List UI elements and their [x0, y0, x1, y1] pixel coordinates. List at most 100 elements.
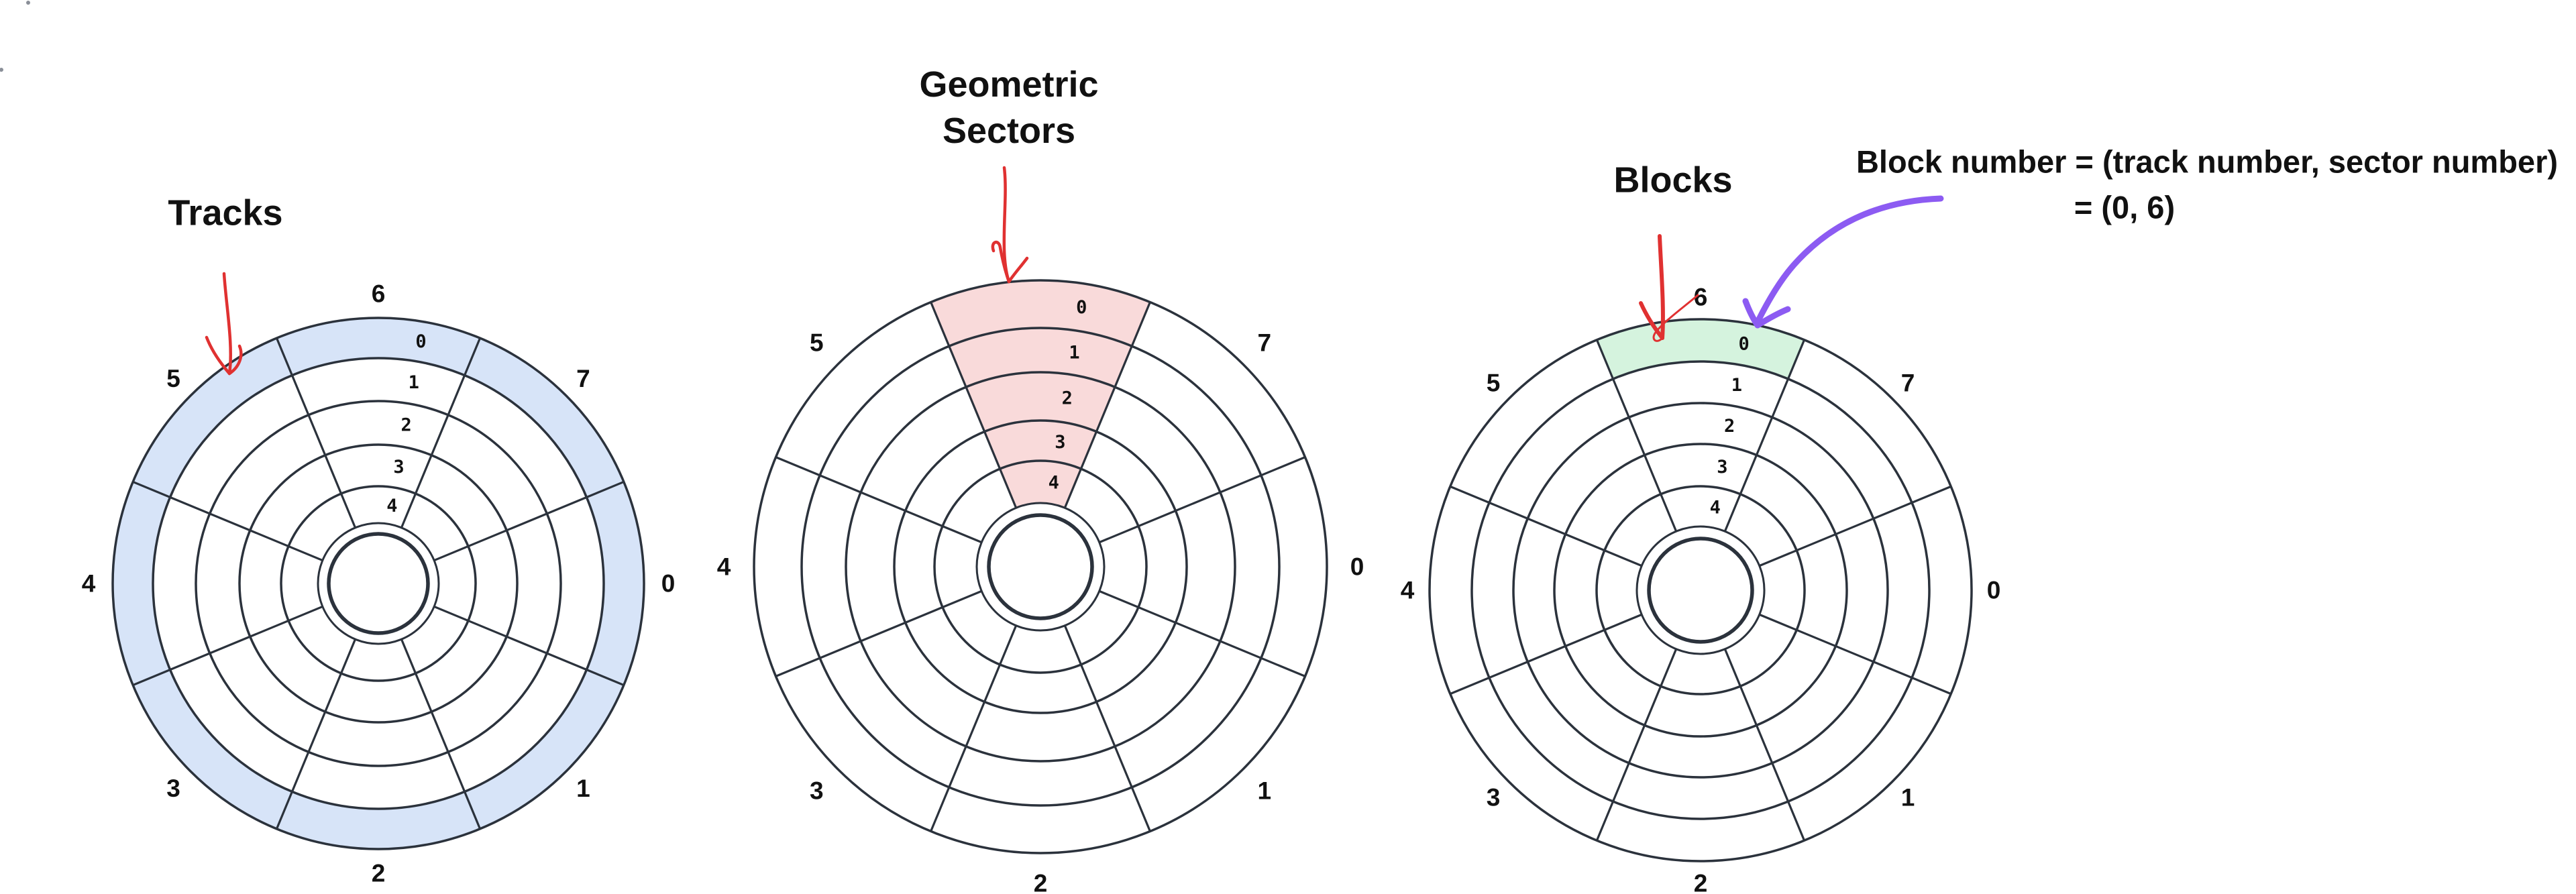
track-label: 1 — [1731, 375, 1742, 396]
sector-label: 3 — [166, 775, 180, 802]
track-label: 2 — [400, 415, 411, 436]
track-label: 4 — [386, 496, 397, 516]
track-boundary-circle — [195, 400, 562, 767]
track-label: 3 — [1717, 457, 1727, 478]
block-number-value: = (0, 6) — [2074, 189, 2176, 225]
sector-boundary-line — [1099, 456, 1306, 544]
sector-label: 0 — [661, 570, 676, 598]
blocks-arrow — [1639, 234, 1699, 342]
sector-boundary-line — [132, 605, 323, 687]
track-boundary-circle — [1428, 318, 1973, 862]
sector-label: 3 — [810, 777, 824, 804]
track-boundary-circle — [753, 279, 1328, 854]
block-number-arrow — [1742, 195, 1944, 329]
sector-boundary-line — [400, 337, 482, 528]
track-label: 0 — [415, 331, 426, 352]
sector-boundary-line — [1063, 301, 1151, 508]
hub-inner-circle — [987, 513, 1094, 620]
geometric-sectors-arrow — [991, 166, 1029, 284]
sector-label: 4 — [1401, 577, 1415, 604]
sector-boundary-line — [1759, 613, 1951, 695]
sector-label: 7 — [576, 365, 590, 392]
track-boundary-circle — [893, 419, 1188, 714]
sector-boundary-line — [775, 456, 982, 544]
tracks-arrow — [205, 272, 243, 376]
track-label: 1 — [1069, 342, 1079, 363]
sector-label: 7 — [1257, 329, 1271, 357]
track-boundary-circle — [152, 357, 605, 810]
sector-boundary-line — [132, 480, 323, 562]
sector-label: 5 — [810, 329, 824, 357]
sector-boundary-line — [930, 301, 1018, 508]
stray-dot — [26, 1, 30, 5]
sector-label: 6 — [1694, 284, 1708, 311]
track-label: 3 — [393, 457, 404, 478]
sector-label: 0 — [1987, 577, 2001, 604]
track-boundary-circle — [1595, 485, 1806, 695]
track-boundary-circle — [280, 485, 477, 682]
track-boundary-circle — [238, 443, 519, 724]
sector-label: 1 — [576, 775, 590, 802]
sector-boundary-line — [433, 480, 625, 562]
tracks-arrow-stroke — [227, 344, 243, 376]
track-label: 0 — [1076, 297, 1087, 318]
geometric-sectors-arrow-stroke — [1007, 256, 1029, 284]
track-label: 0 — [1739, 334, 1750, 355]
blocks-arrow-stroke — [1652, 294, 1699, 342]
sector-label: 5 — [166, 365, 180, 392]
sector-label: 6 — [372, 280, 386, 308]
sector-boundary-line — [1759, 485, 1951, 567]
track-boundary-circle — [845, 371, 1236, 763]
hub-inner-circle — [1647, 537, 1754, 644]
stray-dot — [0, 68, 3, 72]
geometric-sectors-title-line2: Sectors — [942, 111, 1076, 151]
track-label: 3 — [1055, 432, 1065, 453]
blocks-arrow-stroke — [1658, 234, 1665, 340]
sector-6-highlight — [930, 280, 1150, 508]
sector-label: 5 — [1487, 369, 1501, 396]
sector-boundary-line — [1450, 485, 1642, 567]
block-number-arrow-stroke — [1755, 195, 1944, 324]
geometric-sectors-title-line1: Geometric — [919, 64, 1099, 105]
sector-label: 2 — [1034, 870, 1048, 894]
tracks-arrow-stroke — [205, 335, 231, 376]
sector-label: 2 — [1694, 870, 1708, 894]
geometric-sectors-title: Geometric Sectors — [919, 62, 1098, 154]
sector-boundary-line — [1450, 613, 1642, 695]
geometric-sectors-arrow-stroke — [991, 240, 1011, 284]
sector-boundary-line — [1063, 625, 1151, 832]
sector-label: 4 — [717, 553, 731, 581]
sector-label: 4 — [82, 570, 96, 598]
hub-inner-circle — [327, 532, 430, 635]
sector-boundary-line — [1595, 649, 1678, 841]
tracks-arrow-stroke — [222, 272, 232, 376]
tracks-title: Tracks — [168, 192, 283, 233]
block-number-arrow-stroke — [1742, 298, 1761, 329]
block-number-arrow-stroke — [1754, 306, 1791, 329]
track-boundary-circle — [1553, 443, 1848, 738]
track-label: 2 — [1062, 388, 1073, 409]
blocks-arrow-stroke — [1639, 301, 1664, 340]
sector-boundary-line — [775, 590, 982, 677]
sector-boundary-line — [930, 625, 1018, 832]
track-label: 4 — [1710, 497, 1721, 518]
sector-boundary-line — [1723, 339, 1806, 532]
blocks-title: Blocks — [1613, 160, 1733, 201]
block-0-6-highlight — [1597, 319, 1805, 379]
sector-boundary-line — [1099, 590, 1306, 677]
sector-label: 0 — [1350, 553, 1364, 581]
sector-label: 7 — [1901, 369, 1915, 396]
track-boundary-circle — [1512, 402, 1889, 779]
track-boundary-circle — [111, 317, 645, 850]
block-number-formula: Block number = (track number, sector num… — [1856, 144, 2559, 180]
sector-boundary-line — [1723, 649, 1806, 841]
sector-boundary-line — [1595, 339, 1678, 532]
sector-boundary-line — [400, 638, 482, 830]
track-label: 2 — [1724, 416, 1735, 437]
sector-label: 3 — [1487, 784, 1501, 812]
sector-boundary-line — [275, 337, 357, 528]
track-label: 1 — [409, 372, 419, 393]
sector-boundary-line — [433, 605, 625, 687]
